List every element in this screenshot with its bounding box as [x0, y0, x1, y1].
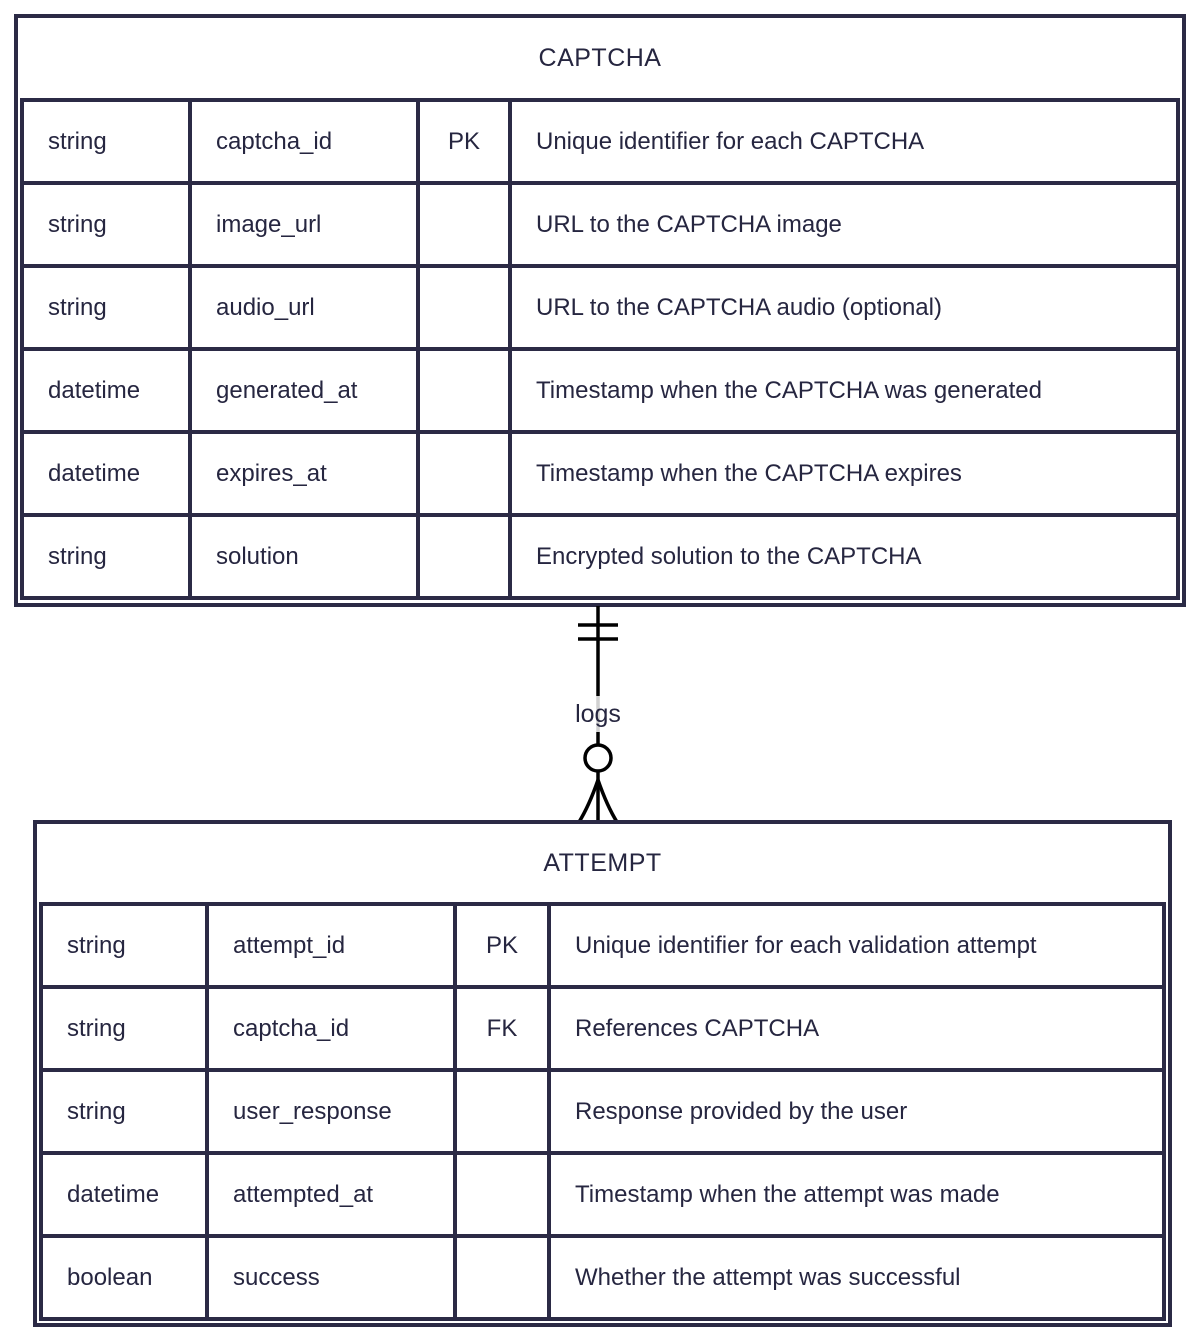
attr-comment-cell: Unique identifier for each validation at… — [547, 902, 1166, 989]
attr-type-cell: string — [39, 985, 209, 1072]
attr-key-cell — [453, 1234, 551, 1321]
attr-name-cell: captcha_id — [188, 98, 420, 185]
attr-type-cell: datetime — [39, 1151, 209, 1238]
attr-key-cell — [416, 181, 512, 268]
attr-name-cell: expires_at — [188, 430, 420, 517]
attribute-row: string user_response Response provided b… — [39, 1068, 1166, 1155]
attr-key-cell: PK — [453, 902, 551, 989]
attr-type-cell: string — [39, 902, 209, 989]
attribute-row: datetime generated_at Timestamp when the… — [20, 347, 1180, 434]
attribute-row: string captcha_id FK References CAPTCHA — [39, 985, 1166, 1072]
attr-key-cell — [416, 264, 512, 351]
attr-type-cell: string — [20, 513, 192, 600]
attr-type-cell: string — [20, 181, 192, 268]
attribute-row: string captcha_id PK Unique identifier f… — [20, 98, 1180, 185]
attr-comment-cell: References CAPTCHA — [547, 985, 1166, 1072]
attribute-row: string audio_url URL to the CAPTCHA audi… — [20, 264, 1180, 351]
attribute-row: string image_url URL to the CAPTCHA imag… — [20, 181, 1180, 268]
attr-type-cell: string — [20, 264, 192, 351]
attribute-row: datetime attempted_at Timestamp when the… — [39, 1151, 1166, 1238]
cardinality-zero-or-many-icon — [577, 743, 619, 823]
attr-comment-cell: Timestamp when the CAPTCHA expires — [508, 430, 1180, 517]
attr-name-cell: attempt_id — [205, 902, 457, 989]
cardinality-exactly-one-icon — [578, 623, 618, 641]
attr-name-cell: user_response — [205, 1068, 457, 1155]
attribute-row: string attempt_id PK Unique identifier f… — [39, 902, 1166, 989]
attr-comment-cell: Unique identifier for each CAPTCHA — [508, 98, 1180, 185]
attr-name-cell: attempted_at — [205, 1151, 457, 1238]
attr-name-cell: success — [205, 1234, 457, 1321]
attr-key-cell — [453, 1151, 551, 1238]
attribute-row: string solution Encrypted solution to th… — [20, 513, 1180, 600]
attr-name-cell: image_url — [188, 181, 420, 268]
entity-title: ATTEMPT — [543, 848, 662, 877]
attribute-row: datetime expires_at Timestamp when the C… — [20, 430, 1180, 517]
attribute-table: string attempt_id PK Unique identifier f… — [39, 902, 1166, 1321]
attr-comment-cell: Timestamp when the CAPTCHA was generated — [508, 347, 1180, 434]
attr-key-cell — [453, 1068, 551, 1155]
entity-title: CAPTCHA — [538, 43, 662, 72]
attr-comment-cell: Encrypted solution to the CAPTCHA — [508, 513, 1180, 600]
attr-comment-cell: URL to the CAPTCHA image — [508, 181, 1180, 268]
entity-captcha: CAPTCHA string captcha_id PK Unique iden… — [14, 14, 1186, 607]
attr-type-cell: string — [39, 1068, 209, 1155]
attr-comment-cell: URL to the CAPTCHA audio (optional) — [508, 264, 1180, 351]
attribute-table: string captcha_id PK Unique identifier f… — [20, 98, 1180, 600]
attribute-row: boolean success Whether the attempt was … — [39, 1234, 1166, 1321]
attr-key-cell: PK — [416, 98, 512, 185]
attr-comment-cell: Timestamp when the attempt was made — [547, 1151, 1166, 1238]
attr-type-cell: datetime — [20, 430, 192, 517]
entity-attempt: ATTEMPT string attempt_id PK Unique iden… — [33, 820, 1172, 1327]
relationship-label: logs — [570, 696, 626, 732]
attr-key-cell — [416, 513, 512, 600]
attr-name-cell: generated_at — [188, 347, 420, 434]
attr-type-cell: boolean — [39, 1234, 209, 1321]
attr-key-cell — [416, 430, 512, 517]
attr-type-cell: datetime — [20, 347, 192, 434]
attr-type-cell: string — [20, 98, 192, 185]
attr-key-cell: FK — [453, 985, 551, 1072]
attr-name-cell: solution — [188, 513, 420, 600]
attr-comment-cell: Whether the attempt was successful — [547, 1234, 1166, 1321]
attr-comment-cell: Response provided by the user — [547, 1068, 1166, 1155]
attr-key-cell — [416, 347, 512, 434]
attr-name-cell: audio_url — [188, 264, 420, 351]
attr-name-cell: captcha_id — [205, 985, 457, 1072]
